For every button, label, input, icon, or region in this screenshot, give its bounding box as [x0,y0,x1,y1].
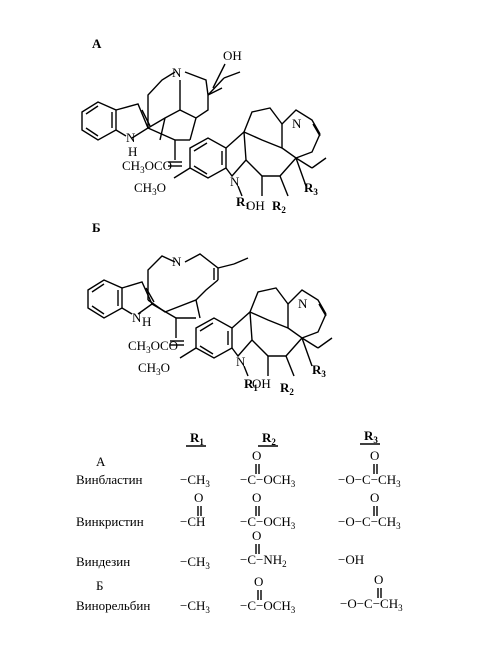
structure-a-r3: R3 [304,180,318,197]
svg-text:O: O [374,572,383,587]
svg-text:−CH: −CH [180,514,205,529]
structure-a-aspidosperma [243,107,327,197]
structure-b-upper-ring [147,253,249,319]
table-header-r1: R1 [186,430,206,447]
structure-b-label: Б [92,220,101,235]
svg-text:−O−C−CH3: −O−C−CH3 [338,472,401,489]
structure-b-aspidosperma [249,287,333,377]
substituent-table: R1 R2 R3 А Винбластин −CH3 O −C−OCH3 O [76,428,403,615]
table-row: Винорельбин −CH3 O −C−OCH3 O −O−C−CH3 [76,572,403,615]
structure-a-vindoline-benzene [189,137,227,179]
structure-a-oh-top: OH [223,48,242,63]
row-r3-vincristine: O −O−C−CH3 [338,490,401,531]
svg-text:−C−OCH3: −C−OCH3 [240,472,296,489]
structure-b-indole [87,279,155,319]
structure-a-oh-bottom: OH [246,198,265,213]
structure-a-indole [81,101,151,141]
svg-text:O: O [194,490,203,505]
structure-a-indole-n: N [126,130,136,145]
structure-a: А N OH N H [81,36,327,215]
table-row: Виндезин −CH3 O −C−NH2 −OH [76,528,364,571]
structure-a-r2: R2 [272,198,286,215]
row-name-vindesine: Виндезин [76,554,130,569]
row-name-vinorelbine: Винорельбин [76,598,150,613]
structure-b-indole-n: N [132,310,142,325]
structure-a-n-indoline: N [230,174,240,189]
row-r2-vindesine: O −C−NH2 [240,528,287,569]
svg-text:O: O [370,490,379,505]
svg-text:O: O [370,448,379,463]
structure-b-oh: OH [252,376,271,391]
structure-a-label: А [92,36,102,51]
table-header-r3: R3 [360,428,380,445]
structure-b-n-indoline: N [236,354,246,369]
row-name-vincristine: Винкристин [76,514,144,529]
row-r1-vinorelbine: −CH3 [180,598,210,615]
table-group-a: А [96,454,106,469]
structure-a-upper-ring [147,71,241,141]
row-r2-vinblastine: O −C−OCH3 [240,448,296,489]
structure-b-methoxy: CH3O [138,360,170,377]
row-r1-vindesine: −CH3 [180,554,210,571]
svg-text:O: O [252,490,261,505]
svg-text:−C−OCH3: −C−OCH3 [240,598,296,615]
structure-b-methoxycarbonyl: CH3OCO [128,338,178,355]
structure-a-methoxy: CH3O [134,180,166,197]
svg-text:O: O [252,528,261,543]
structure-b: Б N N H CH3OCO [87,220,333,397]
table-header-r2: R2 [258,430,278,447]
svg-text:−O−C−CH3: −O−C−CH3 [338,514,401,531]
table-row: Винбластин −CH3 O −C−OCH3 O −O−C−CH3 [76,448,401,489]
row-r2-vincristine: O −C−OCH3 [240,490,296,531]
row-r1-vinblastine: −CH3 [180,472,210,489]
structure-b-r3: R3 [312,362,326,379]
svg-text:−C−OCH3: −C−OCH3 [240,514,296,531]
row-name-vinblastine: Винбластин [76,472,143,487]
table-group-b: Б [96,578,103,593]
row-r3-vinorelbine: O −O−C−CH3 [340,572,403,613]
structure-b-n-top: N [172,254,182,269]
svg-text:−O−C−CH3: −O−C−CH3 [340,596,403,613]
row-r1-vincristine: O −CH [180,490,205,529]
structure-b-indole-h: H [142,314,151,329]
structure-b-vindoline-benzene [195,317,233,359]
structure-a-methoxycarbonyl: CH3OCO [122,158,172,175]
structure-a-indole-h: H [128,144,137,159]
structure-b-n-right: N [298,296,308,311]
structure-a-n-top: N [172,65,182,80]
row-r3-vinblastine: O −O−C−CH3 [338,448,401,489]
row-r2-vinorelbine: O −C−OCH3 [240,574,296,615]
svg-text:R2: R2 [262,430,276,447]
svg-text:R3: R3 [364,428,378,445]
row-r3-vindesine: −OH [338,552,364,567]
table-row: Винкристин O −CH O −C−OCH3 O −O−C−CH3 [76,490,401,531]
svg-text:O: O [254,574,263,589]
svg-text:−C−NH2: −C−NH2 [240,552,287,569]
svg-text:O: O [252,448,261,463]
svg-text:R1: R1 [190,430,204,447]
structure-a-n-right: N [292,116,302,131]
structure-b-r2: R2 [280,380,294,397]
